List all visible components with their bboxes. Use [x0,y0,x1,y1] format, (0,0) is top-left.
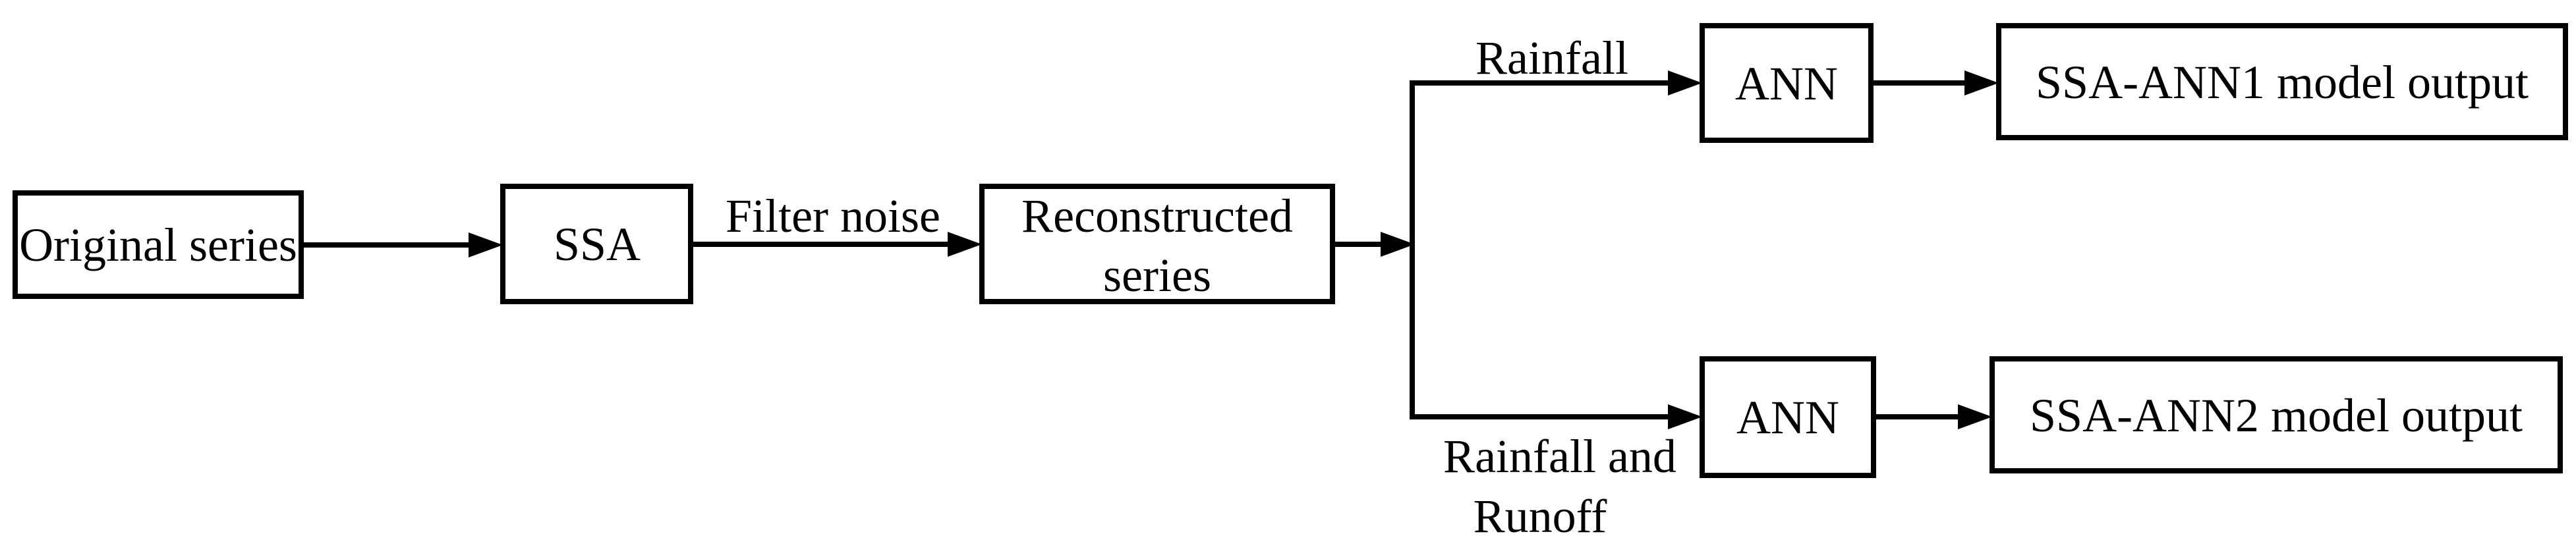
edge-label-rainfall-runoff-line2: Runoff [1474,490,1607,536]
ssa-box [500,184,693,304]
edge-label-rainfall: Rainfall [1475,32,1628,84]
original-series-label: Original series [19,219,297,271]
edge-label-rainfall-runoff-line1: Rainfall and [1443,430,1676,483]
arrow-ann-bottom-to-output-head [1958,404,1992,429]
arrow-reconstructed-to-branch-head [1381,232,1415,257]
arrow-branch-to-ann-top-head [1668,70,1702,95]
reconstructed-series-box [979,184,1335,304]
arrow-ssa-to-reconstructed-head [948,232,982,257]
arrow-original-to-ssa-head [469,232,503,257]
output-bottom-box [1989,356,2563,473]
reconstructed-label-line1: Reconstructed [1021,190,1293,242]
ssa-label: SSA [554,218,641,271]
output-bottom-label: SSA-ANN2 model output [2030,389,2523,442]
original-series-box [13,190,304,299]
ann-top-box [1700,23,1874,143]
output-top-label: SSA-ANN1 model output [2036,56,2529,109]
ann-bottom-label: ANN [1736,391,1839,444]
arrow-branch-to-ann-bottom-head [1668,404,1702,429]
ann-top-label: ANN [1735,57,1838,110]
reconstructed-label-line2: series [1103,249,1211,302]
output-top-box [1996,23,2568,140]
arrow-ann-top-to-output-head [1964,70,1999,95]
ann-bottom-box [1700,356,1876,478]
edge-label-filter-noise: Filter noise [726,190,940,242]
